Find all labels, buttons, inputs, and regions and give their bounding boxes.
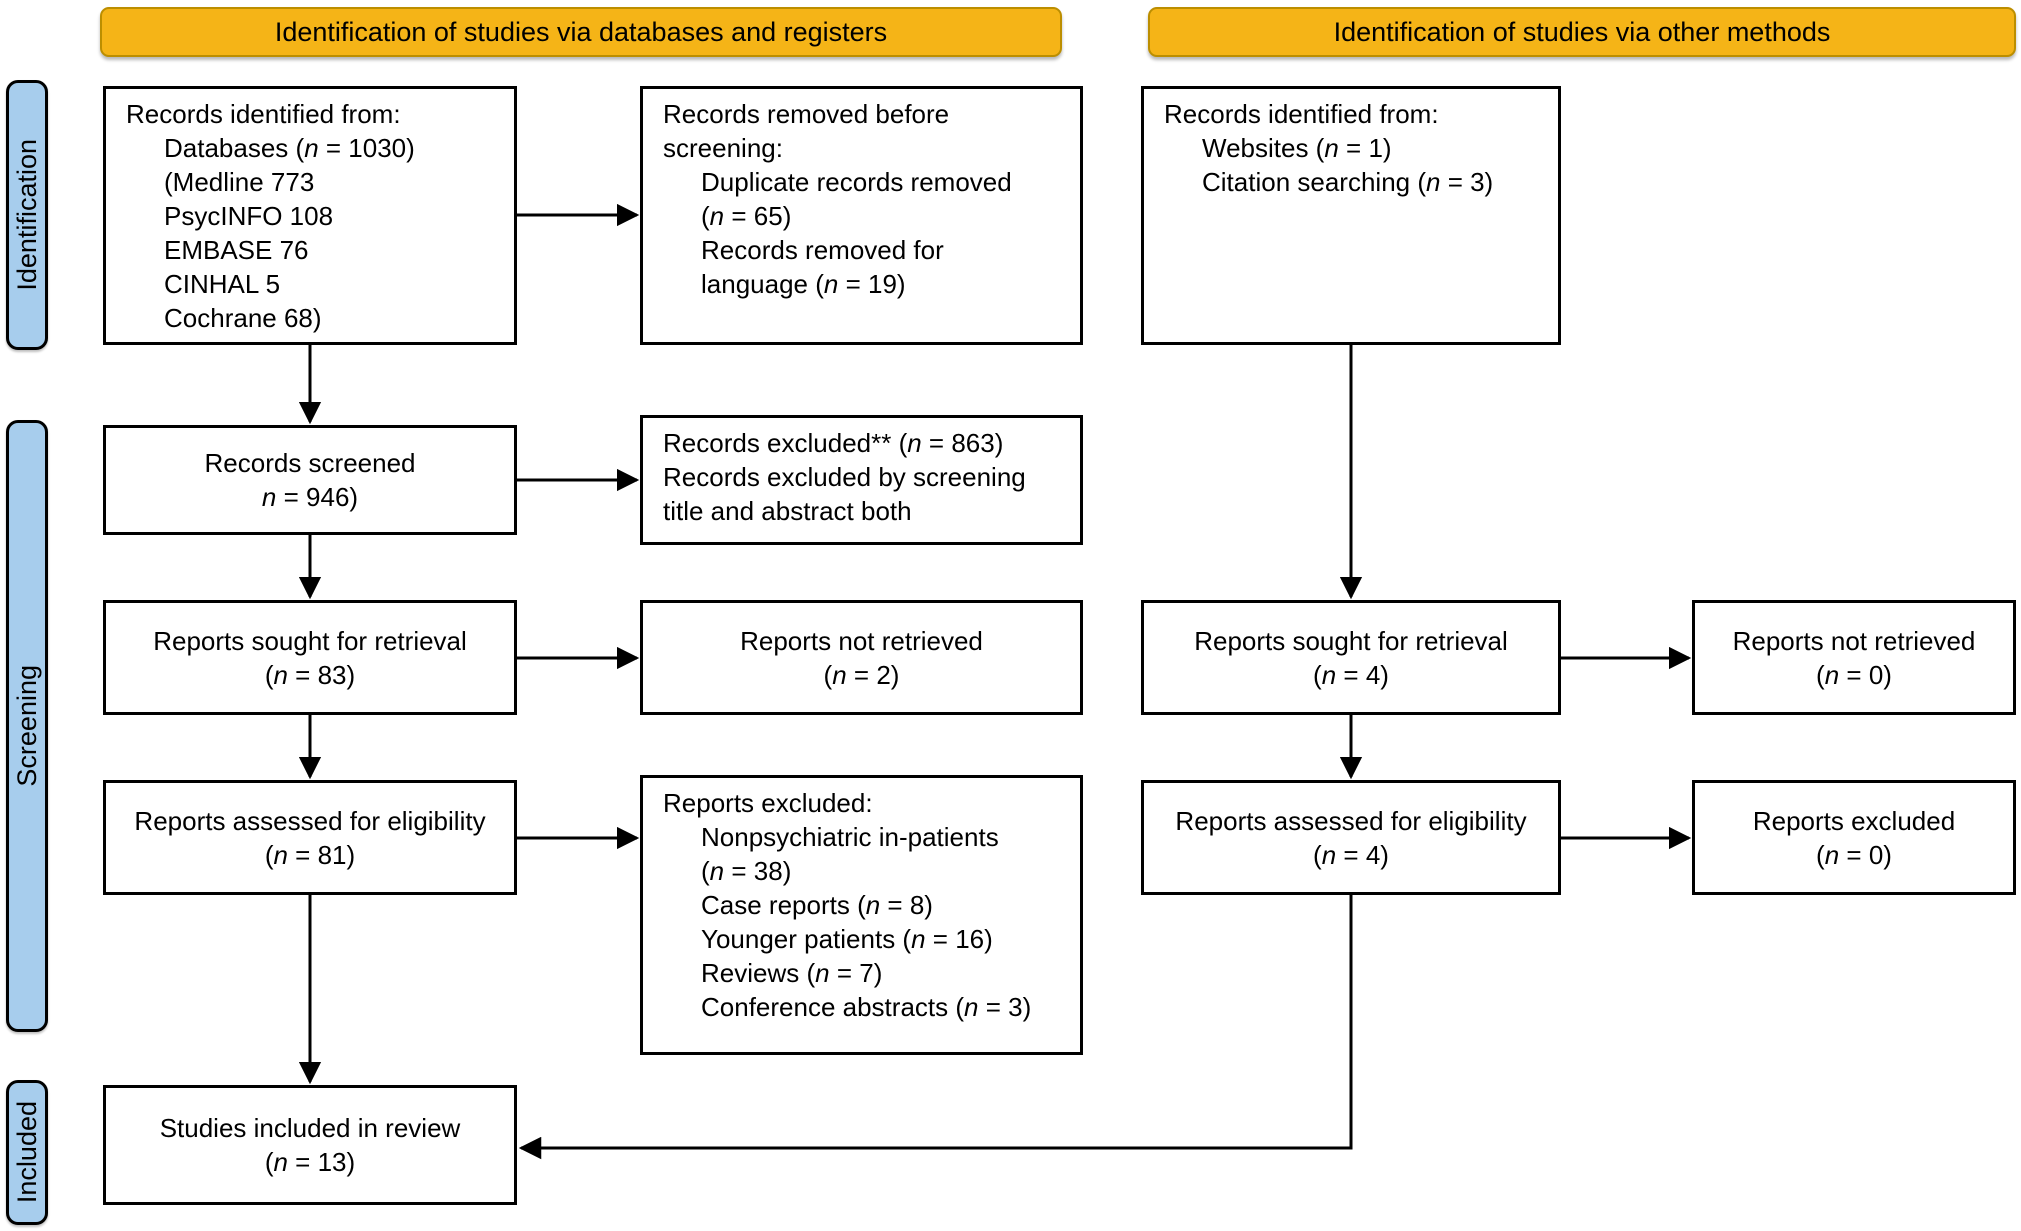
box-line: Records excluded** (n = 863): [663, 428, 1004, 458]
box-line: Reports sought for retrieval: [1194, 625, 1508, 656]
sidebar-tab-identification: Identification: [6, 80, 48, 350]
box-reports-assessed-other: Reports assessed for eligibility(n = 4): [1141, 780, 1561, 895]
box-line: Reports not retrieved: [1732, 625, 1976, 656]
box-records-screened: Records screened n = 946): [103, 425, 517, 535]
box-line: Younger patients (n = 16): [701, 924, 993, 954]
box-line: screening:: [663, 133, 783, 163]
banner-databases-registers: Identification of studies via databases …: [100, 7, 1062, 57]
box-line: (n = 81): [264, 839, 356, 870]
box-line: Studies included in review: [159, 1113, 461, 1143]
box-records-identified-other: Records identified from: Websites (n = 1)…: [1141, 86, 1561, 345]
banner-databases-registers-label: Identification of studies via databases …: [274, 16, 888, 47]
box-line: Reports not retrieved: [740, 625, 983, 656]
box-line: title and abstract both: [663, 496, 912, 526]
banner-other-methods-label: Identification of studies via other meth…: [1333, 16, 1831, 47]
box-line: Databases (n = 1030): [164, 133, 415, 163]
box-line: Websites (n = 1): [1202, 133, 1392, 163]
box-line: Duplicate records removed: [701, 167, 1012, 197]
box-line: (n = 4): [1313, 839, 1389, 870]
box-reports-sought-other: Reports sought for retrieval(n = 4): [1141, 600, 1561, 715]
box-line: language (n = 19): [701, 269, 906, 299]
box-reports-excluded-reasons: Reports excluded: Nonpsychiatric in-patie…: [640, 775, 1083, 1055]
box-reports-not-retrieved-other: Reports not retrieved(n = 0): [1692, 600, 2016, 715]
box-line: Records excluded by screening: [663, 462, 1026, 492]
box-reports-excluded-other: Reports excluded(n = 0): [1692, 780, 2016, 895]
box-reports-sought-databases: Reports sought for retrieval(n = 83): [103, 600, 517, 715]
box-line: CINHAL 5: [164, 269, 281, 299]
box-line: PsycINFO 108: [164, 201, 334, 231]
box-records-identified-databases: Records identified from: Databases (n = 1…: [103, 86, 517, 345]
box-line: Reports assessed for eligibility: [134, 805, 486, 836]
box-line: Cochrane 68): [164, 303, 322, 333]
box-reports-assessed-databases: Reports assessed for eligibility(n = 81): [103, 780, 517, 895]
sidebar-tab-screening-label: Screening: [11, 665, 42, 787]
box-line: (n = 0): [1816, 839, 1892, 870]
box-line: Conference abstracts (n = 3): [701, 992, 1032, 1022]
box-line: Reports excluded:: [663, 788, 873, 818]
sidebar-tab-identification-label: Identification: [11, 139, 42, 291]
sidebar-tab-included: Included: [6, 1080, 48, 1225]
box-line: (n = 13): [264, 1147, 356, 1177]
box-records-removed-before-screening: Records removed before screening: Duplicat…: [640, 86, 1083, 345]
box-records-excluded: Records excluded** (n = 863) Records excl…: [640, 415, 1083, 545]
box-line: (n = 2): [823, 659, 900, 690]
box-line: Reports assessed for eligibility: [1175, 805, 1527, 836]
box-line: Records identified from:: [1164, 99, 1439, 129]
box-studies-included-review: Studies included in review (n = 13): [103, 1085, 517, 1205]
box-line: EMBASE 76: [164, 235, 309, 265]
box-line: Records removed for: [701, 235, 944, 265]
box-line: (n = 65): [701, 201, 792, 231]
box-line: Citation searching (n = 3): [1202, 167, 1494, 197]
box-line: (Medline 773: [164, 167, 315, 197]
box-line: Reports sought for retrieval: [153, 625, 467, 656]
box-line: (n = 83): [264, 659, 356, 690]
box-line: Records screened: [204, 448, 416, 478]
box-line: (n = 0): [1816, 659, 1892, 690]
box-line: Records removed before: [663, 99, 950, 129]
sidebar-tab-included-label: Included: [11, 1101, 42, 1204]
box-line: Records identified from:: [126, 99, 401, 129]
box-line: Reports excluded: [1752, 805, 1956, 836]
box-line: (n = 38): [701, 856, 792, 886]
sidebar-tab-screening: Screening: [6, 420, 48, 1032]
box-line: Case reports (n = 8): [701, 890, 933, 920]
box-line: n = 946): [261, 482, 359, 512]
box-line: Reviews (n = 7): [701, 958, 883, 988]
banner-other-methods: Identification of studies via other meth…: [1148, 7, 2016, 57]
box-line: Nonpsychiatric in-patients: [701, 822, 999, 852]
box-reports-not-retrieved-databases: Reports not retrieved(n = 2): [640, 600, 1083, 715]
box-line: (n = 4): [1313, 659, 1389, 690]
